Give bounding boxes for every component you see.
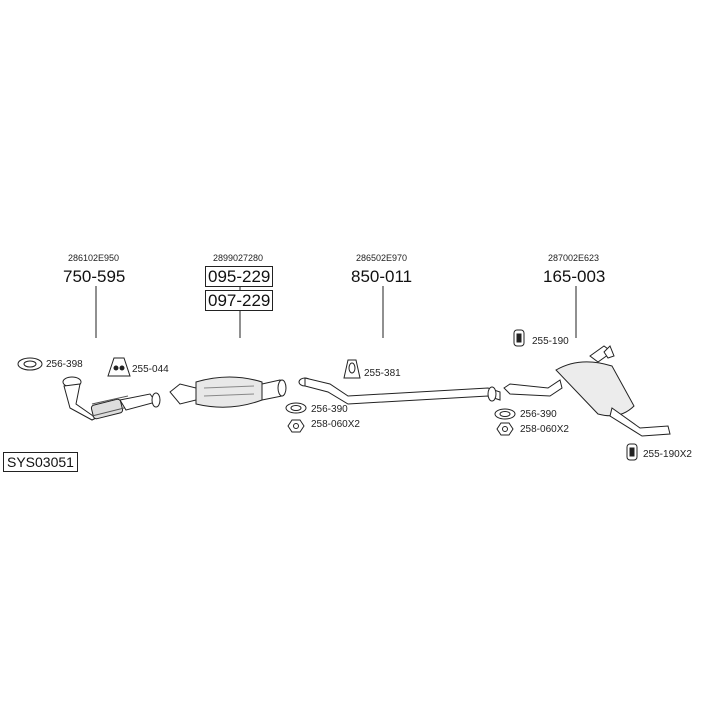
- part-number-rear-silencer[interactable]: 165-003: [543, 267, 606, 286]
- accessory-label-nut[interactable]: 258-060X2: [311, 419, 360, 430]
- accessory-label-rubber-mount-2[interactable]: 255-190X2: [643, 449, 692, 460]
- accessory-label-mount[interactable]: 255-044: [132, 364, 169, 375]
- oem-code-rear-silencer: 287002E623: [548, 253, 600, 263]
- mounting-rubber-icon: [107, 357, 131, 377]
- system-code-label: SYS03051: [3, 452, 78, 472]
- oem-code-middle-pipe: 286502E970: [356, 253, 408, 263]
- nut-icon: [287, 419, 305, 433]
- part-number-catalyst-1[interactable]: 095-229: [205, 266, 274, 287]
- front-pipe-drawing: [62, 376, 161, 421]
- catalyst-drawing: [169, 376, 287, 408]
- oem-code-catalyst: 2899027280: [213, 253, 264, 263]
- accessory-label-gasket[interactable]: 256-398: [46, 359, 83, 370]
- part-number-catalyst-2[interactable]: 097-229: [205, 290, 274, 311]
- hanger-icon: [343, 359, 361, 379]
- gasket-icon-3: [494, 408, 516, 420]
- rubber-mount-icon: [513, 329, 525, 347]
- accessory-label-nut-2[interactable]: 258-060X2: [520, 424, 569, 435]
- oem-code-front-pipe: 286102E950: [68, 253, 120, 263]
- part-number-middle-pipe[interactable]: 850-011: [351, 267, 413, 286]
- accessory-label-hanger[interactable]: 255-381: [364, 368, 401, 379]
- middle-pipe-drawing: [298, 377, 501, 405]
- part-number-front-pipe[interactable]: 750-595: [63, 267, 126, 286]
- accessory-label-gasket-2[interactable]: 256-390: [311, 404, 348, 415]
- accessory-label-rubber-mount[interactable]: 255-190: [532, 336, 569, 347]
- accessory-label-gasket-3[interactable]: 256-390: [520, 409, 557, 420]
- nut-icon-2: [496, 422, 514, 436]
- gasket-icon: [17, 357, 43, 371]
- rear-silencer-drawing: [503, 345, 671, 437]
- gasket-icon-2: [285, 402, 307, 414]
- rubber-mount-icon-2: [626, 443, 638, 461]
